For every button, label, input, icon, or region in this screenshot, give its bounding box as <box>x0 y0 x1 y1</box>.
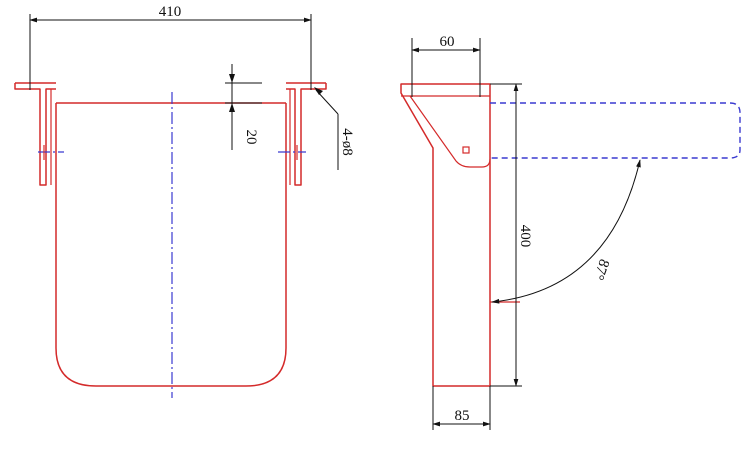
angle-label: 87° <box>590 257 612 282</box>
dim-410-label: 410 <box>159 4 182 20</box>
side-body-outline <box>400 83 491 387</box>
side-hole-mark <box>462 146 470 154</box>
dim-60-label: 60 <box>440 34 455 50</box>
side-gusset-line <box>409 95 491 168</box>
dim-20-label: 20 <box>243 130 259 145</box>
angle-arc <box>491 159 641 304</box>
dim-85-label: 85 <box>455 408 470 424</box>
dim-20-arrow-top <box>229 74 235 83</box>
hole-callout-label: 4-ø8 <box>339 128 355 156</box>
left-bracket <box>14 82 56 186</box>
front-view: 410 20 4-ø8 <box>14 4 355 398</box>
dim-400-label: 400 <box>517 225 533 248</box>
hole-leader-arrow <box>314 87 323 95</box>
front-body-outline <box>55 103 287 387</box>
side-view: 60 400 85 87° <box>400 34 741 430</box>
dim-20-arrow-bottom <box>229 103 235 112</box>
right-bracket <box>286 82 327 186</box>
folded-seat-dashed <box>490 102 741 159</box>
